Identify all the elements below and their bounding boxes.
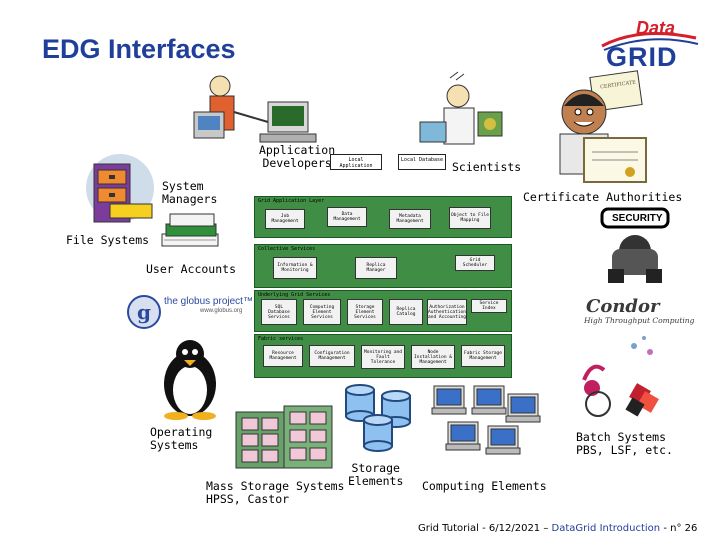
linux-penguin-icon	[150, 336, 230, 420]
sql-database-services-box: SQL Database Services	[261, 299, 297, 325]
layer-title: Underlying Grid Services	[258, 292, 331, 298]
grid-scheduler-box: Grid Scheduler	[455, 255, 495, 271]
node-installation-box: Node Installation & Management	[411, 345, 455, 369]
computing-elements-illustration	[424, 382, 542, 466]
job-management-box: Job Management	[265, 209, 305, 229]
grid-application-layer: Grid Application Layer Job Management Da…	[254, 196, 512, 238]
datagrid-logo-graphic	[601, 32, 699, 51]
computing-elements-label: Computing Elements	[422, 479, 547, 493]
file-systems-label: File Systems	[66, 233, 150, 247]
layer-title: Fabric services	[258, 336, 304, 342]
data-management-box: Data Management	[327, 207, 367, 227]
datagrid-logo-top: Data	[636, 18, 676, 38]
storage-element-services-box: Storage Element Services	[347, 299, 383, 325]
batch-system-illustration	[574, 330, 674, 422]
replica-manager-box: Replica Manager	[355, 257, 397, 279]
mass-storage-label: Mass Storage Systems HPSS, Castor	[206, 479, 345, 506]
developer-illustration	[180, 72, 330, 162]
condor-logo: Condor High Throughput Computing	[580, 296, 700, 326]
datagrid-logo-bottom: GRID	[606, 42, 678, 72]
condor-logo-sub: High Throughput Computing	[584, 316, 695, 325]
local-database-box: Local Database	[398, 154, 446, 170]
scientists-label: Scientists	[452, 160, 522, 174]
local-application-box: Local Application	[330, 154, 382, 170]
certificate-authorities-label: Certificate Authorities	[523, 190, 683, 204]
collective-services-layer: Collective Services Information & Monito…	[254, 244, 512, 288]
fabric-services-layer: Fabric services Resource Management Conf…	[254, 334, 512, 378]
security-badge-text: SECURITY	[612, 213, 663, 224]
computing-element-services-box: Computing Element Services	[303, 299, 341, 325]
globus-logo-text: the globus project™	[164, 296, 253, 307]
replica-catalog-box: Replica Catalog	[389, 299, 423, 325]
operating-systems-label: Operating Systems	[150, 425, 213, 452]
condor-logo-text: Condor	[586, 296, 660, 317]
configuration-management-box: Configuration Management	[309, 345, 355, 367]
information-monitoring-box: Information & Monitoring	[273, 257, 317, 279]
certificate-illustration: CERTIFICATE	[550, 70, 660, 188]
footer-suffix: - n° 26	[660, 523, 698, 534]
batch-systems-label: Batch Systems PBS, LSF, etc.	[576, 430, 673, 457]
footer-prefix: Grid Tutorial - 6/12/2021 –	[418, 523, 552, 534]
system-managers-label: System Managers	[162, 179, 218, 206]
fabric-storage-management-box: Fabric Storage Management	[461, 345, 505, 367]
page-title: EDG Interfaces	[42, 34, 236, 64]
application-developers-label: Application Developers	[259, 143, 336, 170]
resource-management-box: Resource Management	[263, 345, 303, 367]
scientist-illustration	[410, 71, 510, 162]
object-to-file-mapping-box: Object to File Mapping	[449, 207, 491, 229]
service-index-box: Service Index	[471, 299, 507, 313]
metadata-management-box: Metadata Management	[389, 209, 431, 229]
svg-text:g: g	[137, 300, 151, 324]
globus-logo-url: www.globus.org	[200, 308, 243, 314]
user-accounts-label: User Accounts	[146, 262, 237, 276]
storage-elements-illustration	[342, 382, 422, 458]
storage-elements-label: Storage Elements	[348, 461, 404, 488]
mass-storage-illustration	[234, 396, 334, 470]
authorization-box: Authorization Authentication and Account…	[427, 299, 467, 325]
file-systems-illustration	[160, 210, 222, 254]
layer-title: Grid Application Layer	[258, 198, 325, 204]
globus-logo: g the globus project™ www.globus.org	[126, 292, 256, 332]
layer-title: Collective Services	[258, 246, 316, 252]
footer: Grid Tutorial - 6/12/2021 – DataGrid Int…	[418, 523, 697, 534]
datagrid-logo: Data GRID	[600, 16, 700, 74]
system-manager-illustration	[84, 150, 156, 232]
monitoring-fault-tolerance-box: Monitoring and Fault Tolerance	[361, 345, 405, 369]
footer-highlight: DataGrid Introduction	[551, 523, 661, 534]
underlying-grid-services-layer: Underlying Grid Services SQL Database Se…	[254, 290, 512, 332]
security-badge: SECURITY	[598, 205, 672, 287]
